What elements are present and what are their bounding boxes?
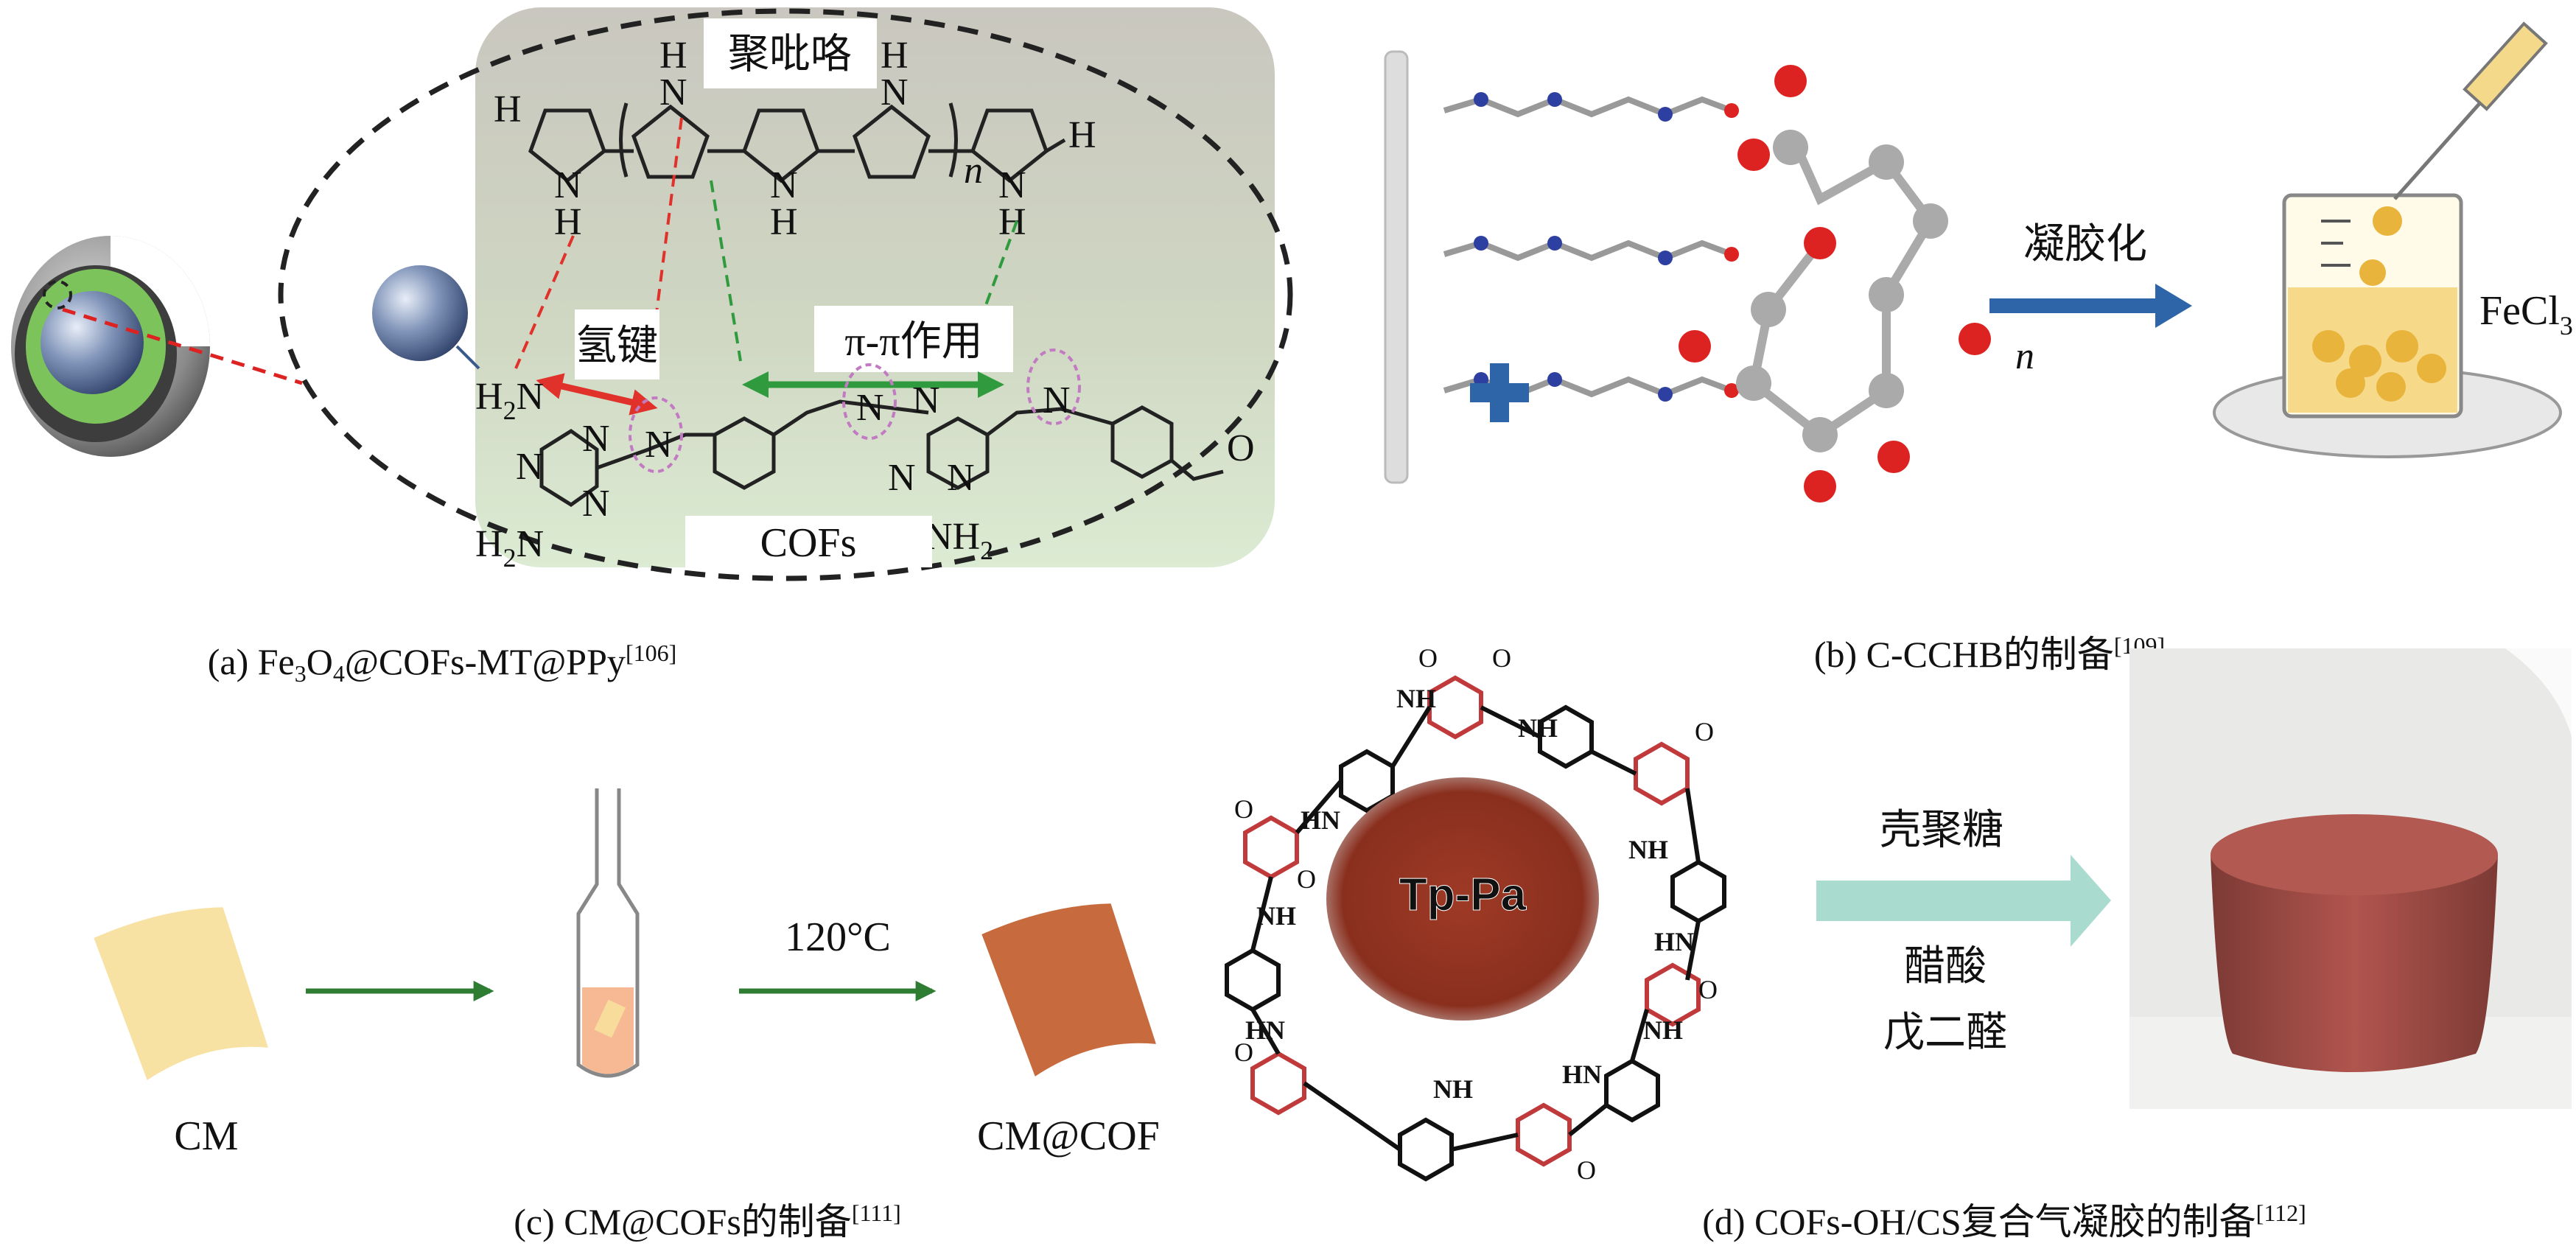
svg-text:O: O — [1698, 975, 1718, 1004]
svg-text:NH: NH — [1518, 713, 1558, 743]
panel-d: NH NH NH HN NH HN HN NH HN NH O O O O O … — [1225, 643, 2572, 1242]
svg-text:H2N: H2N — [475, 523, 544, 573]
svg-text:N: N — [1043, 379, 1071, 421]
hydrogen-bond-arrow — [536, 373, 658, 416]
core-shell-particle — [11, 236, 210, 457]
svg-text:O: O — [1234, 794, 1253, 824]
svg-text:O: O — [1695, 717, 1714, 746]
structure-background — [475, 7, 1275, 567]
tp-pa-ring — [1225, 675, 1726, 1182]
carbonyl-labels: O O O O O O O O — [1234, 643, 1718, 1185]
reaction-tube — [576, 788, 640, 1078]
svg-text:HN: HN — [1245, 1015, 1285, 1045]
chitosan-label: 壳聚糖 — [1880, 808, 2003, 853]
svg-text:NH: NH — [1256, 901, 1296, 931]
svg-text:O: O — [1234, 1037, 1253, 1067]
acetic-acid-label: 醋酸 — [1904, 944, 1987, 990]
svg-text:NH: NH — [1433, 1074, 1473, 1104]
ligand-atoms — [1474, 92, 1739, 402]
aerogel-photo — [2129, 648, 2572, 1109]
panel-c: CM 120°C CM@COF (c) CM@COFs的制备[111] — [94, 788, 1160, 1242]
gelation-arrow — [1989, 284, 2192, 328]
tp-pa-label: Tp-Pa — [1399, 869, 1527, 920]
zoom-connector — [62, 307, 303, 385]
cm-membrane — [94, 907, 268, 1080]
fe3o4-sphere-small — [372, 265, 468, 361]
svg-text:O: O — [1577, 1155, 1596, 1185]
plus-icon — [1470, 363, 1529, 422]
zoom-ellipse — [278, 8, 1293, 581]
svg-text:N: N — [645, 424, 673, 466]
svg-text:N: N — [516, 446, 544, 488]
cm-cof-membrane — [981, 903, 1156, 1077]
polypyrrole-atoms: H NH HN NH HN n NH H — [494, 35, 1096, 243]
svg-text:NH: NH — [1628, 835, 1668, 864]
svg-text:N: N — [881, 71, 909, 113]
svg-text:H: H — [554, 201, 582, 243]
chitosan-molecule: n — [1679, 65, 2034, 503]
glutaraldehyde-label: 戊二醛 — [1883, 1010, 2007, 1056]
svg-text:NH2: NH2 — [925, 516, 993, 565]
svg-text:N: N — [856, 387, 884, 429]
svg-text:HN: HN — [1654, 927, 1694, 956]
panel-b: n 凝胶化 FeCl3 (b) C-CCHB的制备[109] — [1384, 21, 2573, 675]
svg-text:N: N — [888, 457, 916, 499]
svg-text:H: H — [770, 201, 798, 243]
polypyrrole-label: 聚吡咯 — [728, 32, 852, 77]
svg-text:N: N — [582, 418, 610, 460]
caption-a: (a) Fe3O4@COFs-MT@PPy[106] — [208, 640, 677, 687]
svg-text:H: H — [494, 88, 522, 130]
caption-d: (d) COFs-OH/CS复合气凝胶的制备[112] — [1702, 1200, 2306, 1242]
cm-label: CM — [174, 1113, 238, 1159]
svg-text:N: N — [998, 164, 1026, 206]
fe3o4-core — [41, 291, 144, 394]
temperature-label: 120°C — [785, 914, 891, 960]
caption-b: (b) C-CCHB的制备[109] — [1814, 632, 2165, 675]
svg-text:H: H — [881, 35, 909, 77]
svg-text:NH: NH — [1396, 684, 1436, 713]
fecl3-label: FeCl3 — [2479, 288, 2573, 340]
svg-text:HN: HN — [1301, 805, 1340, 835]
svg-text:N: N — [582, 483, 610, 525]
process-arrow — [1816, 855, 2111, 947]
svg-text:O: O — [1297, 864, 1316, 894]
cofs-label: COFs — [760, 520, 857, 566]
svg-text:N: N — [554, 164, 582, 206]
svg-text:O: O — [1418, 643, 1438, 673]
svg-text:H: H — [659, 35, 687, 77]
caption-c: (c) CM@COFs的制备[111] — [514, 1200, 901, 1242]
svg-text:H: H — [1068, 114, 1096, 156]
imine-highlights — [629, 349, 1081, 473]
cof-atoms: H2N H2N N N N N N N N N N NH2 O — [475, 376, 1255, 573]
svg-text:N: N — [912, 379, 940, 421]
pi-pi-label: π-π作用 — [844, 319, 982, 365]
polypyrrole-structure — [528, 102, 1066, 183]
substrate-bar — [1384, 50, 1409, 484]
syringe-icon — [2393, 21, 2548, 200]
gelation-label: 凝胶化 — [2023, 222, 2147, 267]
svg-text:NH: NH — [1643, 1015, 1683, 1045]
svg-text:N: N — [659, 71, 687, 113]
svg-text:n: n — [2015, 335, 2034, 377]
svg-text:n: n — [964, 150, 983, 192]
svg-text:N: N — [770, 164, 798, 206]
svg-text:N: N — [947, 457, 975, 499]
tp-pa-powder — [1326, 777, 1599, 1021]
ring-atom-labels: NH NH NH HN NH HN HN NH HN NH — [1245, 684, 1694, 1104]
panel-a: 聚吡咯 H NH HN NH HN n NH H 氢键 — [11, 7, 1293, 687]
svg-text:H: H — [998, 201, 1026, 243]
beaker-illustration — [2213, 21, 2562, 458]
svg-text:H2N: H2N — [475, 376, 544, 425]
svg-text:O: O — [1492, 643, 1511, 673]
svg-text:O: O — [1227, 427, 1255, 469]
hydrogen-bond-label: 氢键 — [575, 323, 658, 369]
cof-structure — [539, 399, 1224, 508]
svg-text:HN: HN — [1562, 1060, 1602, 1089]
cm-cof-label: CM@COF — [977, 1113, 1160, 1159]
